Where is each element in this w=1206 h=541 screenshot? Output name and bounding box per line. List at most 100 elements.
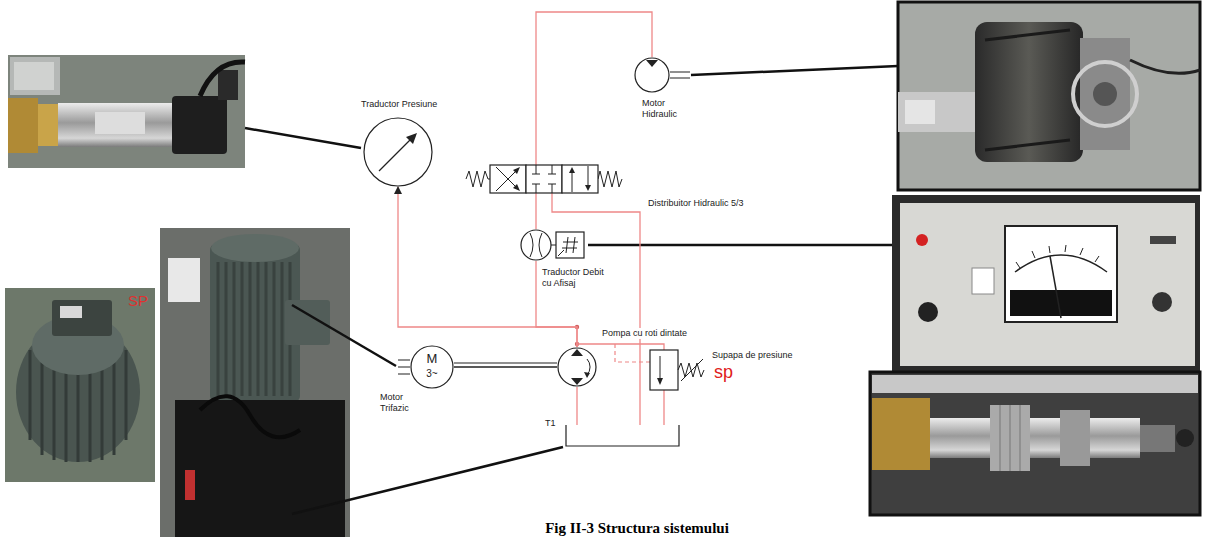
directional-valve-symbol-part (513, 184, 520, 191)
transducer-photo-part (10, 57, 60, 95)
transducer-photo-part (8, 98, 38, 153)
shaft-line (454, 366, 557, 367)
setpoint-mark: sp (714, 362, 733, 384)
pressure-gauge-symbol-part (364, 118, 432, 186)
directional-valve-symbol-part (572, 171, 573, 192)
transducer-photo-part (172, 96, 227, 154)
flow-meter-photo-part (918, 302, 938, 322)
hydraulic-motor-photo (898, 2, 1200, 190)
directional-valve-symbol (466, 165, 622, 193)
directional-valve-symbol-part (532, 165, 556, 193)
tank-label: T1 (545, 418, 556, 429)
motor-photo-part (52, 300, 112, 336)
flow-transducer-symbol-part (521, 230, 551, 260)
transducer-photo-part (200, 62, 245, 96)
flow-meter-photo-part (1150, 236, 1176, 244)
hydraulic-line (663, 390, 664, 425)
transducer-photo-part (218, 70, 238, 100)
symbol-label: Traductor Debit cu Afisaj (542, 267, 608, 289)
symbol-label: Motor Hidraulic (642, 98, 690, 120)
hydraulic-motor-photo-part (975, 22, 1083, 162)
directional-valve-symbol-part (466, 171, 490, 187)
fitting-photo-part (1060, 410, 1090, 466)
hydraulic-motor-photo-part (898, 92, 978, 132)
flow-meter-photo-part (1016, 245, 1099, 268)
flow-meter-photo-part (1010, 290, 1112, 316)
fitting-photo-part (930, 418, 1140, 458)
hydraulic-motor-photo-part (1073, 62, 1137, 126)
symbol-details-part (398, 360, 410, 374)
power-unit-photo-part (160, 228, 350, 537)
leader-lines-part (292, 447, 563, 514)
directional-valve-symbol-part (569, 167, 575, 173)
pressure-gauge-symbol (363, 117, 433, 187)
directional-valve-symbol-part (585, 185, 591, 191)
relief-valve: Supapa de presiunesp (650, 350, 706, 390)
symbol-label: Motor Trifazic (380, 392, 424, 414)
transducer-photo (8, 55, 245, 168)
oil-tank-symbol-part (566, 425, 679, 446)
directional-valve-symbol-part (490, 165, 526, 193)
motor-photo (5, 288, 155, 482)
flow-meter-photo-part (1050, 256, 1061, 318)
hydraulic-motor-symbol (634, 57, 670, 93)
transducer-photo-part (38, 104, 58, 146)
power-unit-photo-part (175, 400, 345, 537)
pressure-gauge-symbol-part (379, 138, 412, 171)
directional-valve-symbol-part (598, 171, 622, 187)
fitting-photo-part (1000, 405, 1020, 471)
flow-meter-photo-part (892, 195, 1200, 372)
directional-valve-symbol-part (513, 167, 520, 174)
fitting-photo-part (990, 405, 1030, 471)
symbol-details-part (670, 72, 690, 78)
hydraulic-line (552, 193, 640, 425)
hydraulic-motor-photo-part (1130, 60, 1200, 73)
leader-lines-part (691, 66, 898, 75)
flow-transducer-symbol-part (530, 233, 542, 257)
directional-valve: Distribuitor Hidraulic 5/3 (466, 165, 622, 193)
gear-pump-symbol-part (571, 378, 583, 385)
transducer-photo-part (8, 55, 245, 168)
leader-lines-part (588, 244, 892, 247)
flow-transducer-symbol-part (551, 245, 556, 246)
hydraulic-line (536, 12, 652, 165)
relief-valve-symbol-part (660, 356, 661, 380)
flow-meter-photo-part (1005, 226, 1117, 322)
hydraulic-motor-photo-part (898, 2, 1200, 190)
flow-transducer-symbol-part (558, 237, 578, 256)
motor-photo-part (5, 288, 155, 482)
flow-meter-photo-part (1015, 255, 1107, 272)
leader-lines (245, 66, 898, 514)
power-unit-photo (160, 228, 350, 537)
relief-valve-symbol-part (657, 378, 663, 385)
symbol-details-part (615, 344, 650, 362)
power-unit-photo-part (185, 470, 195, 500)
fitting-photo-part (1176, 429, 1194, 447)
directional-valve-symbol-part (496, 167, 518, 189)
flow-transducer-symbol (520, 229, 586, 261)
directional-valve-symbol-part (526, 165, 562, 193)
oil-tank-symbol (565, 425, 680, 447)
gear-pump-symbol (557, 347, 597, 387)
hydraulic-line (535, 193, 536, 229)
hydraulic-motor-photo-part (1093, 82, 1117, 106)
fitting-photo-part (1140, 425, 1175, 452)
power-unit-photo-part (211, 234, 299, 262)
power-unit-photo-part (168, 258, 200, 302)
photo-tag: SP (128, 292, 148, 310)
flow-meter-photo (892, 195, 1200, 372)
power-unit-photo-part (200, 396, 300, 437)
flow-meter-photo-part (972, 268, 994, 294)
directional-valve-symbol-part (588, 166, 589, 187)
power-unit-photo-part (218, 262, 290, 396)
fitting-photo-part (872, 398, 930, 470)
motor-letter: M (410, 351, 454, 367)
transducer-photo-part (14, 62, 54, 90)
shaft-line (454, 362, 557, 363)
gear-pump-symbol-part (571, 349, 583, 356)
oil-tank: T1 (565, 425, 680, 447)
transducer-photo-part (95, 112, 145, 134)
hydraulic-motor-photo-part (985, 30, 1070, 150)
